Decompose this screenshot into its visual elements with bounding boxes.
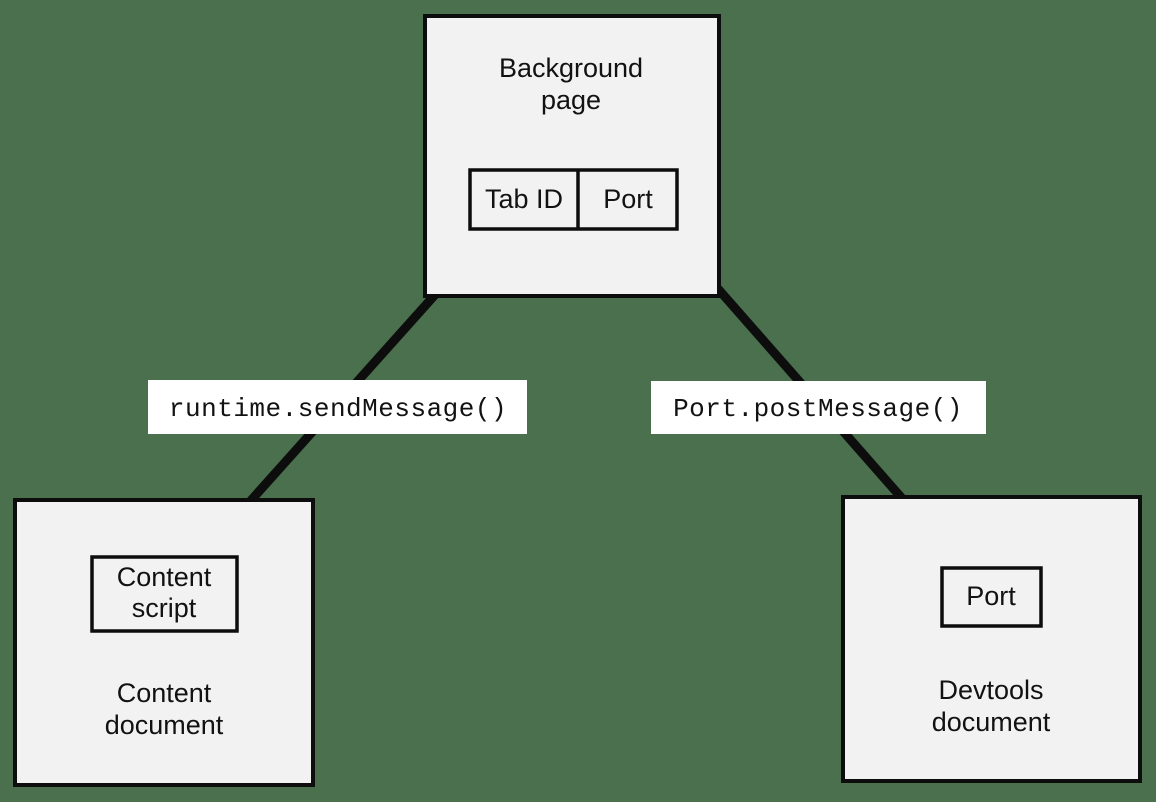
table-outline <box>468 168 679 231</box>
devtools-port-label: Port <box>966 581 1016 611</box>
background-page-label-line1: Background <box>499 53 643 83</box>
content-document-label-line1: Content <box>117 678 212 708</box>
content-document-box[interactable]: Content script Content document <box>13 498 315 787</box>
devtools-port-rect[interactable] <box>940 566 1043 628</box>
content-script-rect[interactable] <box>90 555 239 633</box>
background-page-box[interactable]: Background page Tab ID Port <box>423 14 721 298</box>
devtools-document-label-line1: Devtools <box>938 675 1043 705</box>
devtools-document-label-line2: document <box>932 707 1051 737</box>
content-script-label-line1: Content <box>117 562 212 592</box>
edge-label-runtime-sendmessage-bg <box>148 380 527 434</box>
edge-label-port-postmessage[interactable]: Port.postMessage() <box>651 381 986 434</box>
table-cell-tab-id[interactable]: Tab ID <box>485 184 563 214</box>
content-document-rect <box>13 498 315 787</box>
edge-label-runtime-sendmessage[interactable]: runtime.sendMessage() <box>148 380 527 434</box>
background-page-label-line2: page <box>541 85 601 115</box>
edge-label-runtime-sendmessage-text: runtime.sendMessage() <box>169 394 507 424</box>
devtools-document-rect <box>841 495 1142 783</box>
edge-label-port-postmessage-bg <box>651 381 986 434</box>
content-document-label-line2: document <box>105 710 224 740</box>
edge-label-port-postmessage-text: Port.postMessage() <box>673 394 963 424</box>
background-page-rect <box>423 14 721 298</box>
devtools-document-box[interactable]: Port Devtools document <box>841 495 1142 783</box>
table-cell-port[interactable]: Port <box>603 184 653 214</box>
content-script-label-line2: script <box>132 593 197 623</box>
background-page-table: Tab ID Port <box>468 168 679 231</box>
